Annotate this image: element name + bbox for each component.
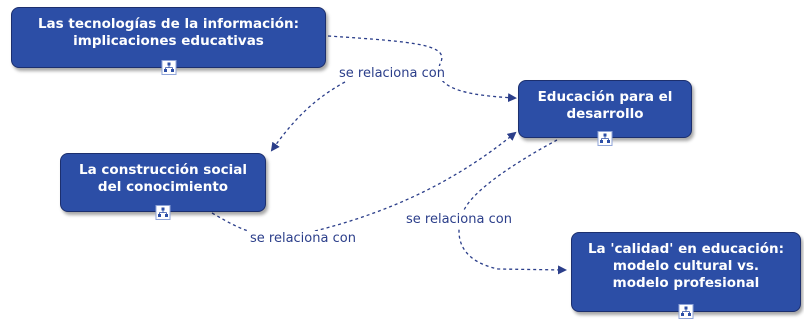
link-label-bottom-left[interactable]: se relaciona con [249, 231, 357, 246]
concept-map-icon[interactable] [161, 60, 176, 75]
concept-map-icon[interactable] [678, 304, 694, 319]
node-educacion-label: Educación para el desarrollo [537, 89, 673, 122]
connector-tecnologias-to-educacion [327, 35, 517, 103]
link-label-top[interactable]: se relaciona con [338, 66, 446, 81]
connector-educacion-to-calidad [458, 139, 567, 275]
connector-construccion-to-educacion [211, 131, 517, 237]
node-tecnologias-informacion[interactable]: Las tecnologías de la información: impli… [11, 7, 326, 75]
node-educacion-desarrollo[interactable]: Educación para el desarrollo [518, 80, 692, 146]
node-tecnologias-label: Las tecnologías de la información: impli… [37, 16, 300, 49]
concept-map-icon[interactable] [155, 205, 171, 220]
concept-map-icon[interactable] [597, 131, 613, 146]
link-label-bottom-right[interactable]: se relaciona con [405, 212, 513, 227]
connector-label-to-construccion [270, 81, 346, 152]
node-construccion-label: La construcción social del conocimiento [79, 162, 247, 195]
node-construccion-social[interactable]: La construcción social del conocimiento [60, 153, 266, 220]
node-calidad-educacion[interactable]: La 'calidad' en educación: modelo cultur… [571, 232, 801, 319]
node-calidad-label: La 'calidad' en educación: modelo cultur… [587, 241, 785, 291]
